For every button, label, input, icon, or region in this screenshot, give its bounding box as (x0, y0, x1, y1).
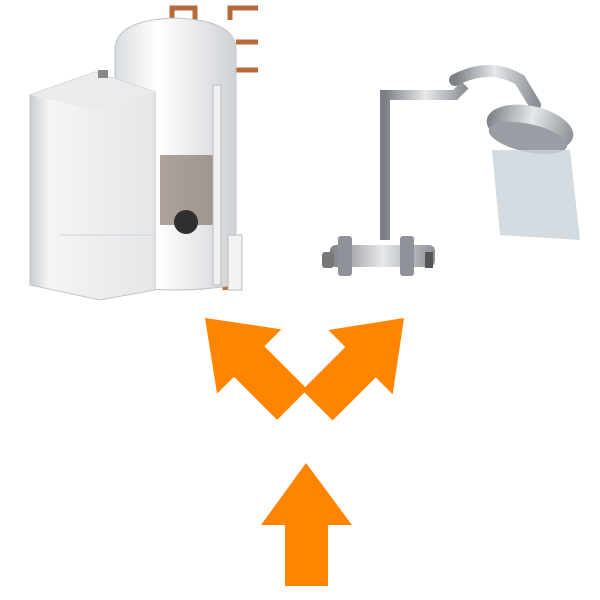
shower-icon (322, 65, 580, 276)
arrow-up-right (302, 318, 404, 421)
boiler-icon (29, 5, 258, 301)
arrow-up (261, 463, 352, 586)
arrow-up-left (205, 318, 308, 420)
